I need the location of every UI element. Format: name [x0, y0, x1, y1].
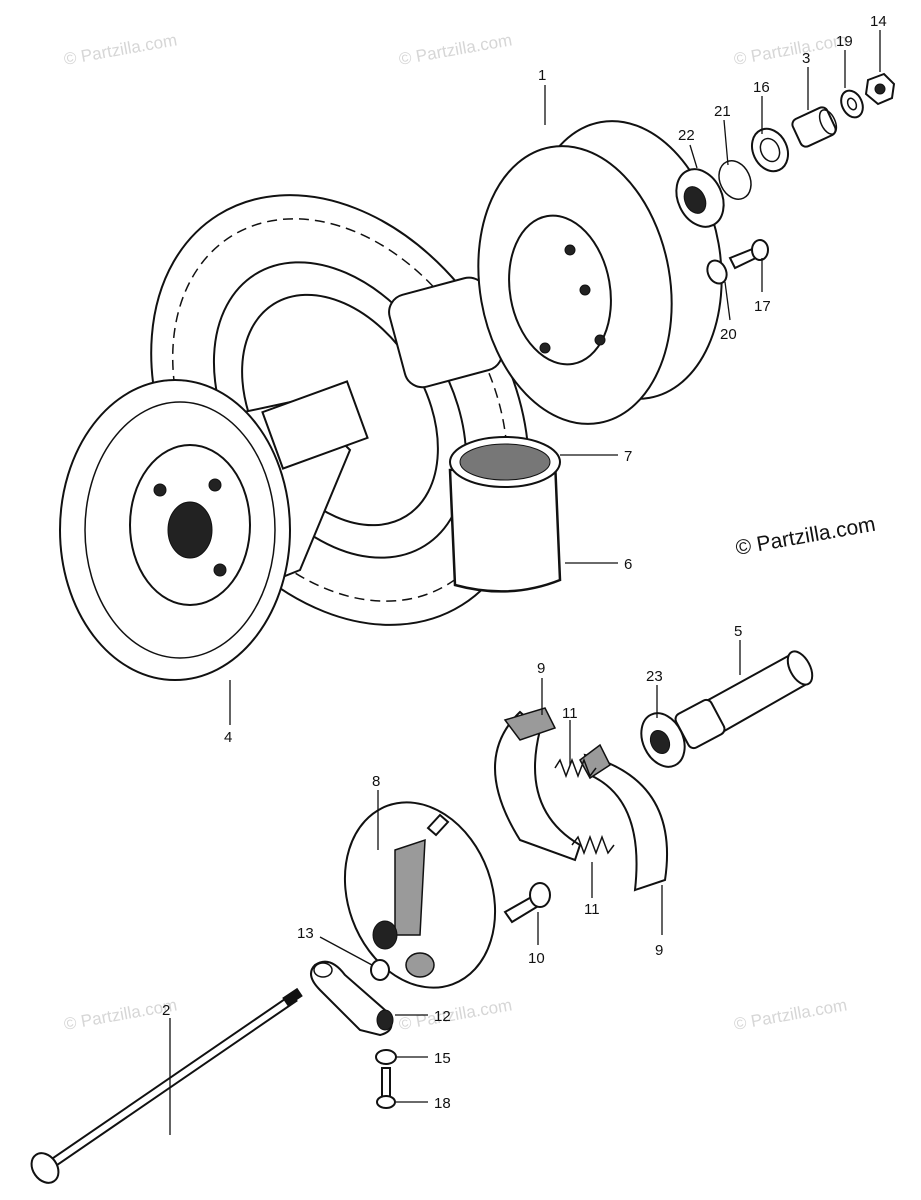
- callout-11-upper: 11: [562, 705, 578, 722]
- callout-4: 4: [224, 729, 232, 746]
- callout-5: 5: [734, 623, 742, 640]
- callout-23: 23: [646, 668, 663, 685]
- callout-18: 18: [434, 1095, 451, 1112]
- part-wheel-bearing[interactable]: [667, 162, 732, 235]
- callout-22: 22: [678, 127, 695, 144]
- part-spring-lower[interactable]: [571, 834, 615, 856]
- callout-20: 20: [720, 326, 737, 343]
- part-axle[interactable]: [26, 987, 303, 1188]
- part-circlip[interactable]: [713, 156, 757, 205]
- callout-numbers: 1 2 3 4 5 6 7 8 9 9 10 11 11 12 13 14 15…: [162, 13, 887, 1112]
- part-anchor-pin[interactable]: [503, 882, 551, 924]
- part-collar[interactable]: [790, 105, 839, 148]
- callout-8: 8: [372, 773, 380, 790]
- leader-lines: [169, 30, 881, 1135]
- part-axle-nut[interactable]: [864, 72, 896, 106]
- watermark-top-right: © Partzilla.com: [732, 30, 848, 69]
- watermark-top-center: © Partzilla.com: [397, 30, 513, 69]
- callout-1: 1: [538, 67, 546, 84]
- part-dust-seal[interactable]: [370, 959, 390, 981]
- callout-15: 15: [434, 1050, 451, 1067]
- copyright-notice: © Partzilla.com: [734, 513, 877, 560]
- callout-6: 6: [624, 556, 632, 573]
- part-spring-upper[interactable]: [554, 757, 597, 779]
- callout-17: 17: [754, 298, 771, 315]
- part-wheel-rim[interactable]: [59, 379, 369, 681]
- callout-13: 13: [297, 925, 314, 942]
- callout-16: 16: [753, 79, 770, 96]
- callout-11-lower: 11: [584, 901, 600, 918]
- callout-9-upper: 9: [537, 660, 545, 677]
- callout-9-lower: 9: [655, 942, 663, 959]
- part-bolt-18[interactable]: [376, 1067, 396, 1109]
- callout-2: 2: [162, 1002, 170, 1019]
- part-brake-panel[interactable]: [320, 781, 520, 1009]
- callout-7: 7: [624, 448, 632, 465]
- part-washer-20[interactable]: [704, 257, 730, 286]
- part-washer-19[interactable]: [837, 87, 867, 121]
- callout-21: 21: [714, 103, 731, 120]
- callout-10: 10: [528, 950, 545, 967]
- part-collar-5[interactable]: [673, 647, 817, 750]
- part-oil-seal[interactable]: [745, 123, 794, 177]
- part-bolt-17[interactable]: [728, 239, 769, 270]
- part-washer-15[interactable]: [375, 1049, 397, 1065]
- part-brake-drum-hub[interactable]: [457, 106, 743, 440]
- watermark-bottom-right: © Partzilla.com: [732, 995, 848, 1034]
- callout-14: 14: [870, 13, 887, 30]
- part-bearing-23[interactable]: [633, 706, 693, 774]
- part-brake-arm[interactable]: [310, 960, 394, 1037]
- callout-12: 12: [434, 1008, 451, 1025]
- watermark-top-left: © Partzilla.com: [62, 30, 178, 69]
- part-brake-shoe-upper[interactable]: [494, 707, 582, 862]
- callout-3: 3: [802, 50, 810, 67]
- part-tube[interactable]: [448, 436, 562, 593]
- part-brake-shoe-lower[interactable]: [579, 743, 669, 892]
- callout-19: 19: [836, 33, 853, 50]
